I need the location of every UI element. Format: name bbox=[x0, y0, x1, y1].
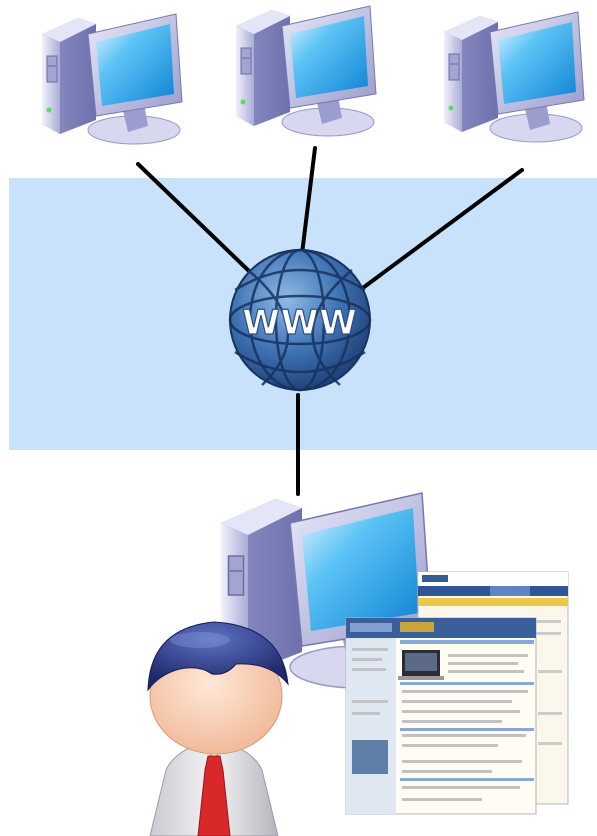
user-avatar-icon bbox=[147, 621, 289, 836]
web-page-screenshot-icon bbox=[345, 571, 569, 815]
web-page-front bbox=[345, 617, 537, 815]
connector-left bbox=[136, 162, 252, 274]
desktop-computer-icon bbox=[235, 5, 377, 137]
www-globe-icon: WWW bbox=[228, 248, 372, 392]
desktop-computer-icon bbox=[41, 13, 183, 145]
tie-shape bbox=[197, 755, 231, 836]
connector-right bbox=[358, 168, 524, 292]
connector-lines bbox=[136, 146, 524, 496]
globe-label: WWW bbox=[242, 303, 358, 343]
desktop-computer-icon bbox=[443, 11, 585, 143]
